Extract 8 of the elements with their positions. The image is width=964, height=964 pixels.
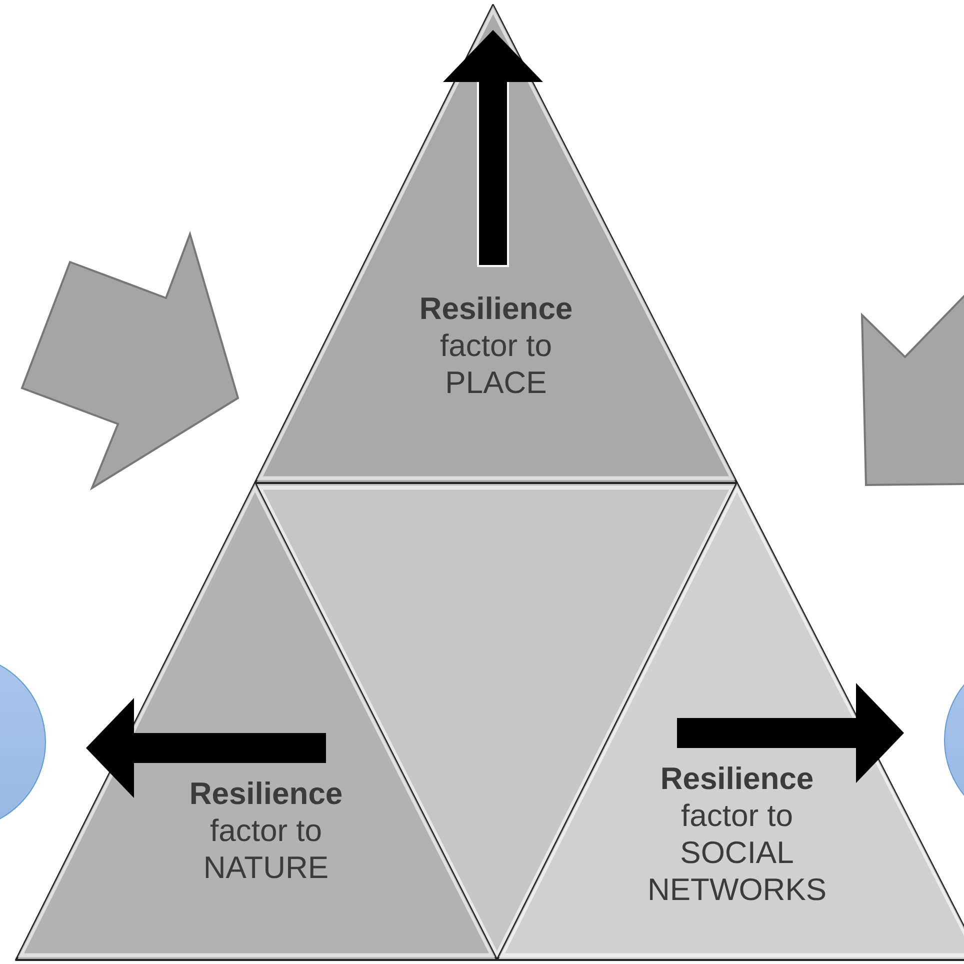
triangle-label: Resilience factor to SOCIAL NETWORKS [646,760,828,908]
triangle-label: Resilience factor to PLACE [418,290,574,401]
triangle-segment [497,483,964,960]
triangle-segment [16,483,497,960]
triangle-label: Resilience factor to NATURE [188,775,344,886]
triangle-segment [255,5,737,483]
arrow [677,683,904,783]
arrow [86,698,326,798]
